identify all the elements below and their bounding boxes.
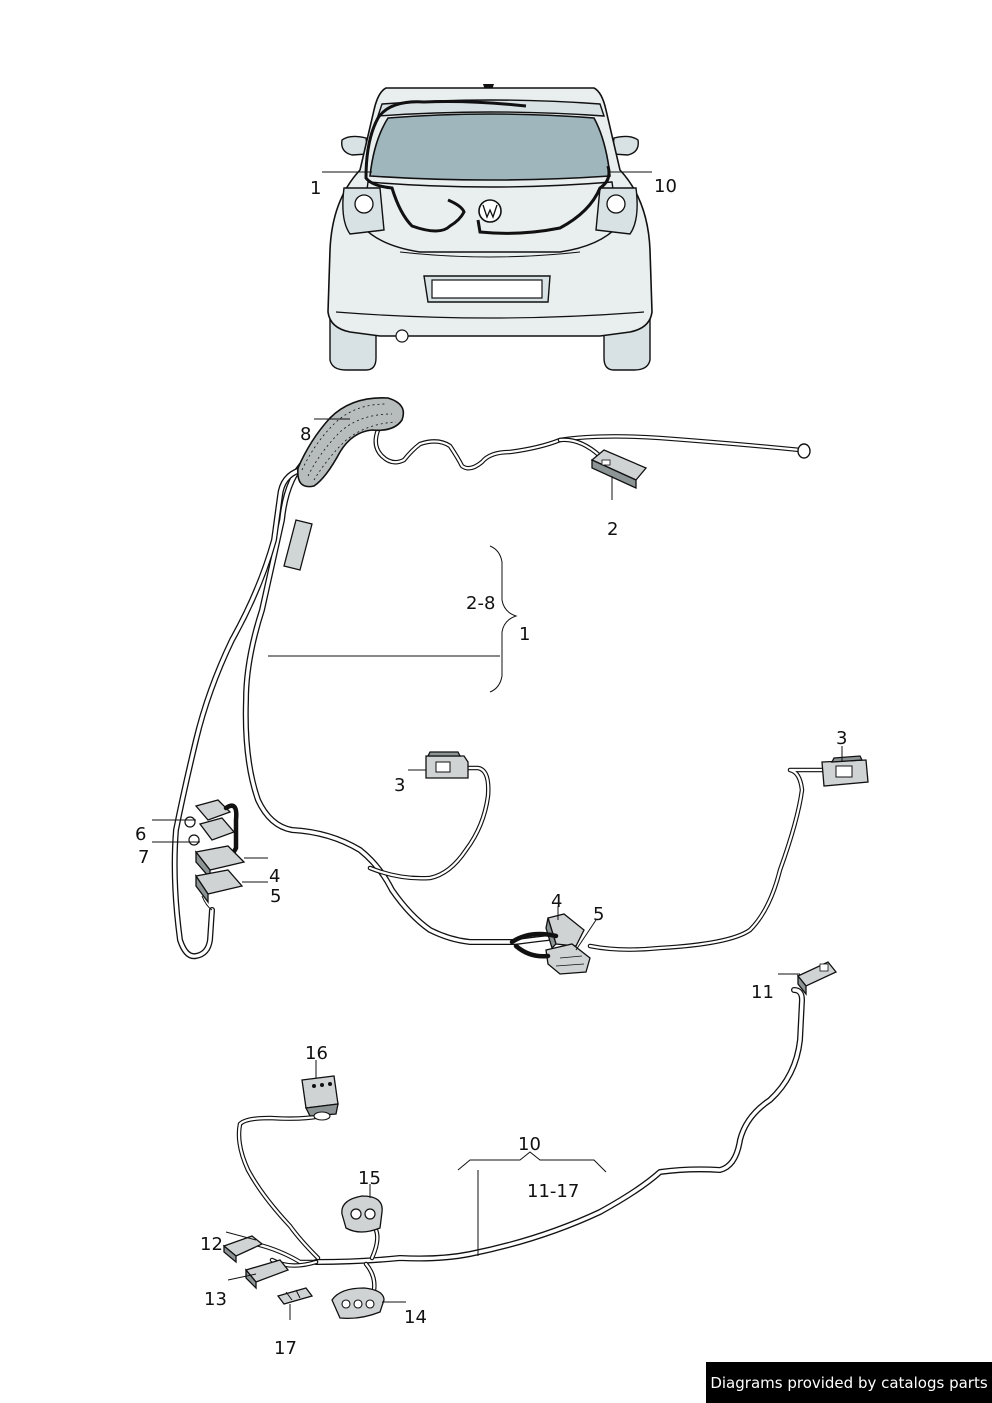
connector-11 bbox=[796, 961, 838, 996]
connector-13 bbox=[244, 1259, 290, 1290]
label-5-right: 5 bbox=[593, 904, 604, 925]
label-7: 7 bbox=[138, 847, 149, 868]
connector-16 bbox=[301, 1075, 339, 1121]
label-13: 13 bbox=[204, 1289, 227, 1310]
label-11-17: 11-17 bbox=[527, 1181, 579, 1202]
label-14: 14 bbox=[404, 1307, 427, 1328]
label-10: 10 bbox=[518, 1134, 541, 1155]
label-3-right: 3 bbox=[836, 728, 847, 749]
car-label-1: 1 bbox=[310, 178, 321, 199]
connector-14 bbox=[331, 1287, 385, 1320]
label-17: 17 bbox=[274, 1338, 297, 1359]
wiring-harness-10: 11 16 10 11-17 15 12 13 14 17 bbox=[200, 961, 838, 1359]
wiring-harness-1: 8 2 2-8 1 3 3 6 7 4 5 4 5 bbox=[135, 397, 869, 975]
car-rear-view: 1 10 bbox=[310, 84, 677, 371]
label-4-right: 4 bbox=[551, 891, 562, 912]
label-4-left: 4 bbox=[269, 866, 280, 887]
label-5-left: 5 bbox=[270, 886, 281, 907]
connector-4-5-left bbox=[194, 845, 246, 911]
connector-3-right bbox=[821, 755, 869, 787]
label-11: 11 bbox=[751, 982, 774, 1003]
watermark-banner: Diagrams provided by catalogs parts bbox=[706, 1362, 992, 1403]
label-2-8: 2-8 bbox=[466, 593, 495, 614]
label-8: 8 bbox=[300, 424, 311, 445]
label-12: 12 bbox=[200, 1234, 223, 1255]
label-16: 16 bbox=[305, 1043, 328, 1064]
label-2: 2 bbox=[607, 519, 618, 540]
clip-17 bbox=[276, 1287, 314, 1305]
label-3-left: 3 bbox=[394, 775, 405, 796]
connector-15 bbox=[341, 1195, 383, 1233]
car-label-10: 10 bbox=[654, 176, 677, 197]
connector-4-5-right bbox=[509, 913, 591, 975]
label-6: 6 bbox=[135, 824, 146, 845]
connector-3-left bbox=[425, 751, 469, 779]
label-15: 15 bbox=[358, 1168, 381, 1189]
label-1: 1 bbox=[519, 624, 530, 645]
connector-12 bbox=[222, 1235, 264, 1264]
connector-2 bbox=[590, 449, 648, 490]
